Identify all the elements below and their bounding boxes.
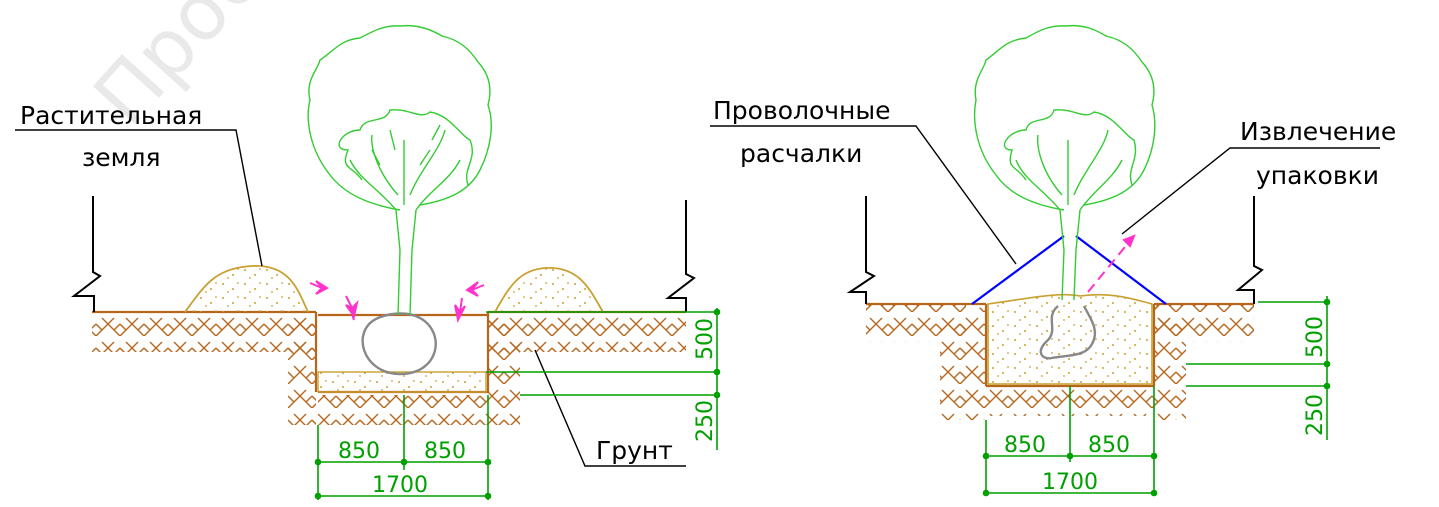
right-diagram: Проволочные расчалки Извлечение упаковки… — [710, 24, 1396, 497]
right-dim-depth-bottom: 250 — [1303, 394, 1328, 436]
right-label-wires-2: расчалки — [740, 139, 862, 168]
left-leaders — [15, 129, 686, 467]
right-dim-total: 1700 — [1042, 470, 1098, 495]
right-guy-wires — [971, 235, 1167, 305]
right-label-wires-1: Проволочные — [713, 96, 891, 125]
left-break-line-left — [71, 196, 102, 312]
left-tree — [307, 24, 492, 316]
left-mound-left — [184, 265, 309, 313]
right-label-unpack-2: упаковки — [1256, 161, 1379, 190]
left-label-topsoil-1: Растительная — [20, 101, 202, 130]
left-dimension-lines — [314, 308, 721, 500]
right-dim-half-left: 850 — [1004, 433, 1046, 458]
left-diagram: Растительная земля Грунт 850 850 1700 50… — [15, 24, 721, 500]
left-dim-depth-bottom: 250 — [693, 400, 718, 442]
left-mound-right — [494, 267, 604, 313]
left-dim-half-left: 850 — [338, 439, 380, 464]
left-sand-bed — [317, 371, 487, 393]
left-root-ball — [361, 312, 437, 376]
right-backfill — [987, 293, 1153, 385]
left-label-soil: Грунт — [596, 436, 673, 465]
right-break-line-left — [846, 196, 876, 304]
right-tree — [973, 24, 1156, 301]
left-ground-hatch — [92, 312, 686, 425]
left-dim-half-right: 850 — [424, 439, 466, 464]
left-fill-arrows — [309, 280, 485, 324]
left-dim-total: 1700 — [372, 473, 428, 498]
left-dim-depth-top: 500 — [693, 318, 718, 360]
right-ground-hatch — [866, 304, 1254, 420]
right-dimension-lines — [982, 296, 1331, 497]
right-label-unpack-1: Извлечение — [1240, 117, 1396, 146]
left-break-line-right — [665, 200, 696, 312]
left-label-topsoil-2: земля — [82, 143, 161, 172]
right-break-line-right — [1235, 196, 1264, 304]
right-unpack-arrow — [1087, 234, 1136, 293]
right-leaders — [710, 125, 1380, 265]
right-dim-half-right: 850 — [1088, 433, 1130, 458]
right-root-wrap — [1039, 305, 1097, 360]
right-dim-depth-top: 500 — [1303, 316, 1328, 358]
